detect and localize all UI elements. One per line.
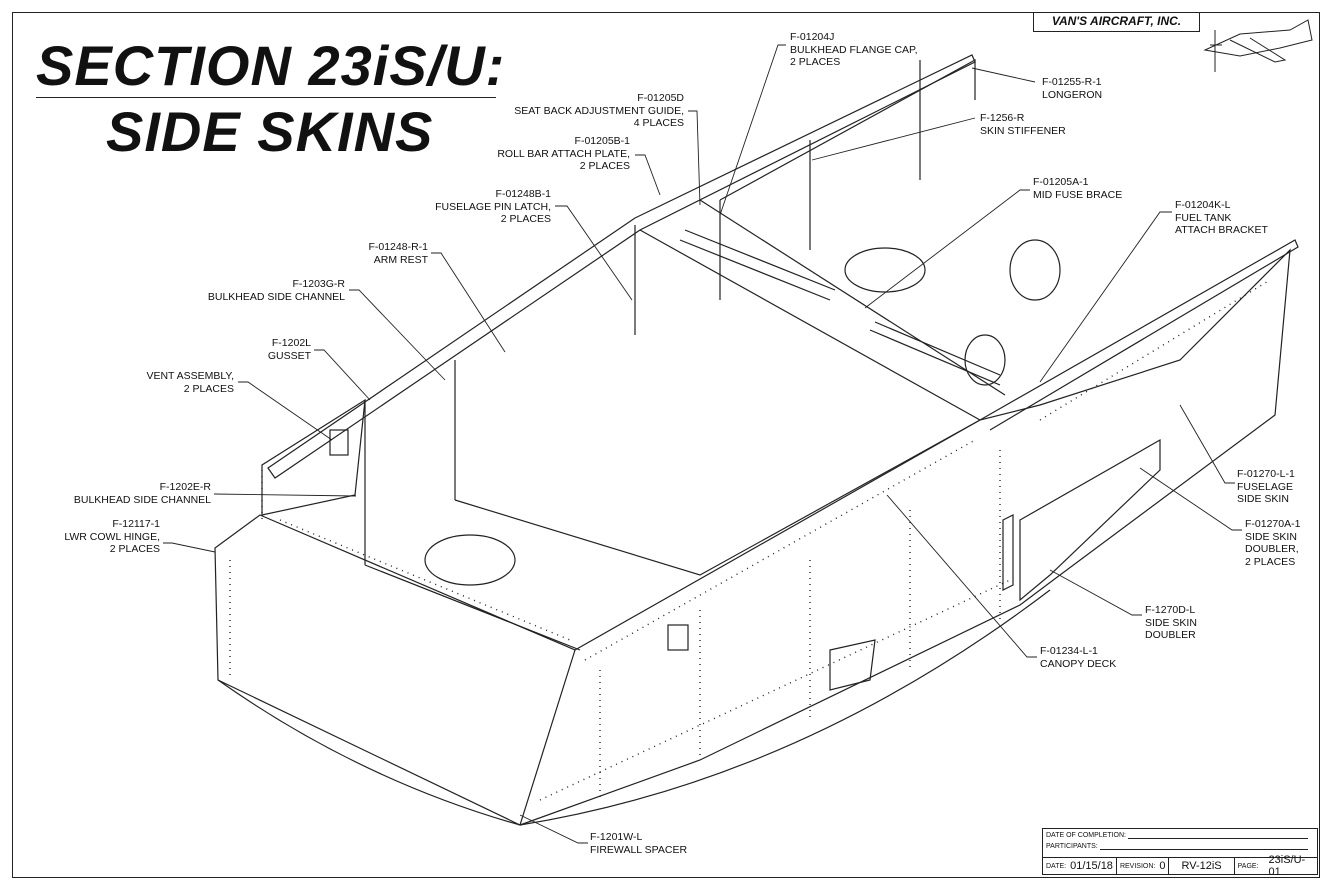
date-value: 01/15/18 bbox=[1070, 860, 1113, 872]
part-description: MID FUSE BRACE bbox=[1033, 188, 1123, 201]
part-description: GUSSET bbox=[267, 349, 311, 362]
part-description: FIREWALL SPACER bbox=[590, 843, 688, 856]
revision-value: 0 bbox=[1159, 860, 1166, 872]
part-description: BULKHEAD SIDE CHANNEL bbox=[73, 493, 211, 506]
part-number: F-1270D-L bbox=[1145, 604, 1196, 616]
leader-lines bbox=[163, 44, 1242, 844]
page-value: 23iS/U-01 bbox=[1268, 854, 1306, 878]
part-number: F-01248-R-1 bbox=[368, 241, 428, 253]
part-number: F-01204J bbox=[790, 31, 835, 43]
part-number: F-1202L bbox=[271, 337, 311, 349]
participants-row: PARTICIPANTS: bbox=[1046, 843, 1308, 850]
part-description: BULKHEAD SIDE CHANNEL bbox=[207, 290, 345, 303]
section-subtitle: SIDE SKINS bbox=[106, 100, 434, 163]
part-number: F-01248B-1 bbox=[495, 188, 551, 200]
vans-aircraft-logo: VAN'S AIRCRAFT, INC. bbox=[1033, 12, 1200, 32]
part-number: F-01205D bbox=[637, 92, 684, 104]
model-value: RV-12iS bbox=[1181, 860, 1222, 872]
part-description: SIDE SKIN DOUBLER, 2 PLACES bbox=[1245, 530, 1299, 568]
section-title: SECTION 23iS/U: bbox=[36, 34, 506, 97]
date-label: DATE: bbox=[1046, 862, 1067, 870]
title-underline bbox=[36, 97, 496, 98]
page-cell: PAGE: 23iS/U-01 bbox=[1235, 854, 1317, 878]
part-number: F-01234-L-1 bbox=[1040, 645, 1098, 657]
drawing-border bbox=[12, 12, 1320, 878]
part-number: F-01255-R-1 bbox=[1042, 76, 1102, 88]
part-number: F-01204K-L bbox=[1175, 199, 1231, 211]
part-number: F-01270A-1 bbox=[1245, 518, 1301, 530]
part-description: SIDE SKIN DOUBLER bbox=[1145, 616, 1197, 642]
part-description: LWR COWL HINGE, 2 PLACES bbox=[64, 530, 160, 556]
part-description: FUSELAGE PIN LATCH, 2 PLACES bbox=[435, 200, 551, 226]
date-of-completion-row: DATE OF COMPLETION: bbox=[1046, 832, 1308, 839]
title-block: DATE OF COMPLETION: PARTICIPANTS: DATE:0… bbox=[1042, 828, 1318, 878]
part-number: F-01270-L-1 bbox=[1237, 468, 1295, 480]
part-description: VENT ASSEMBLY, 2 PLACES bbox=[146, 370, 234, 395]
date-cell: DATE:01/15/18 bbox=[1043, 858, 1117, 874]
completion-label: DATE OF COMPLETION: bbox=[1046, 832, 1126, 839]
part-description: LONGERON bbox=[1042, 88, 1103, 101]
part-number: F-1256-R bbox=[980, 112, 1025, 124]
revision-label: REVISION: bbox=[1119, 862, 1156, 870]
model-cell: RV-12iS bbox=[1169, 858, 1235, 874]
participants-field bbox=[1099, 849, 1308, 850]
part-description: FUSELAGE SIDE SKIN bbox=[1237, 480, 1294, 506]
part-number: F-1201W-L bbox=[590, 831, 643, 843]
revision-cell: REVISION:0 bbox=[1117, 858, 1170, 874]
callout-vent-assembly: VENT ASSEMBLY, 2 PLACES bbox=[146, 370, 234, 395]
part-description: FUEL TANK ATTACH BRACKET bbox=[1175, 211, 1268, 237]
part-description: BULKHEAD FLANGE CAP, 2 PLACES bbox=[790, 43, 918, 69]
participants-label: PARTICIPANTS: bbox=[1046, 843, 1098, 850]
rivet-pattern bbox=[229, 279, 1271, 801]
completion-field bbox=[1127, 838, 1308, 839]
part-description: SEAT BACK ADJUSTMENT GUIDE, 4 PLACES bbox=[514, 104, 684, 130]
part-description: SKIN STIFFENER bbox=[980, 124, 1066, 137]
fuselage-outline bbox=[214, 54, 1299, 826]
airplane-icon bbox=[1203, 19, 1313, 72]
part-number: F-1203G-R bbox=[292, 278, 345, 290]
part-description: ROLL BAR ATTACH PLATE, 2 PLACES bbox=[497, 147, 630, 173]
part-number: F-01205A-1 bbox=[1033, 176, 1089, 188]
part-description: CANOPY DECK bbox=[1040, 657, 1117, 670]
part-description: ARM REST bbox=[373, 253, 428, 266]
part-number: F-1202E-R bbox=[159, 481, 211, 493]
part-number: F-01205B-1 bbox=[574, 135, 630, 147]
page-label: PAGE: bbox=[1237, 862, 1259, 870]
part-number: F-12117-1 bbox=[112, 518, 160, 530]
